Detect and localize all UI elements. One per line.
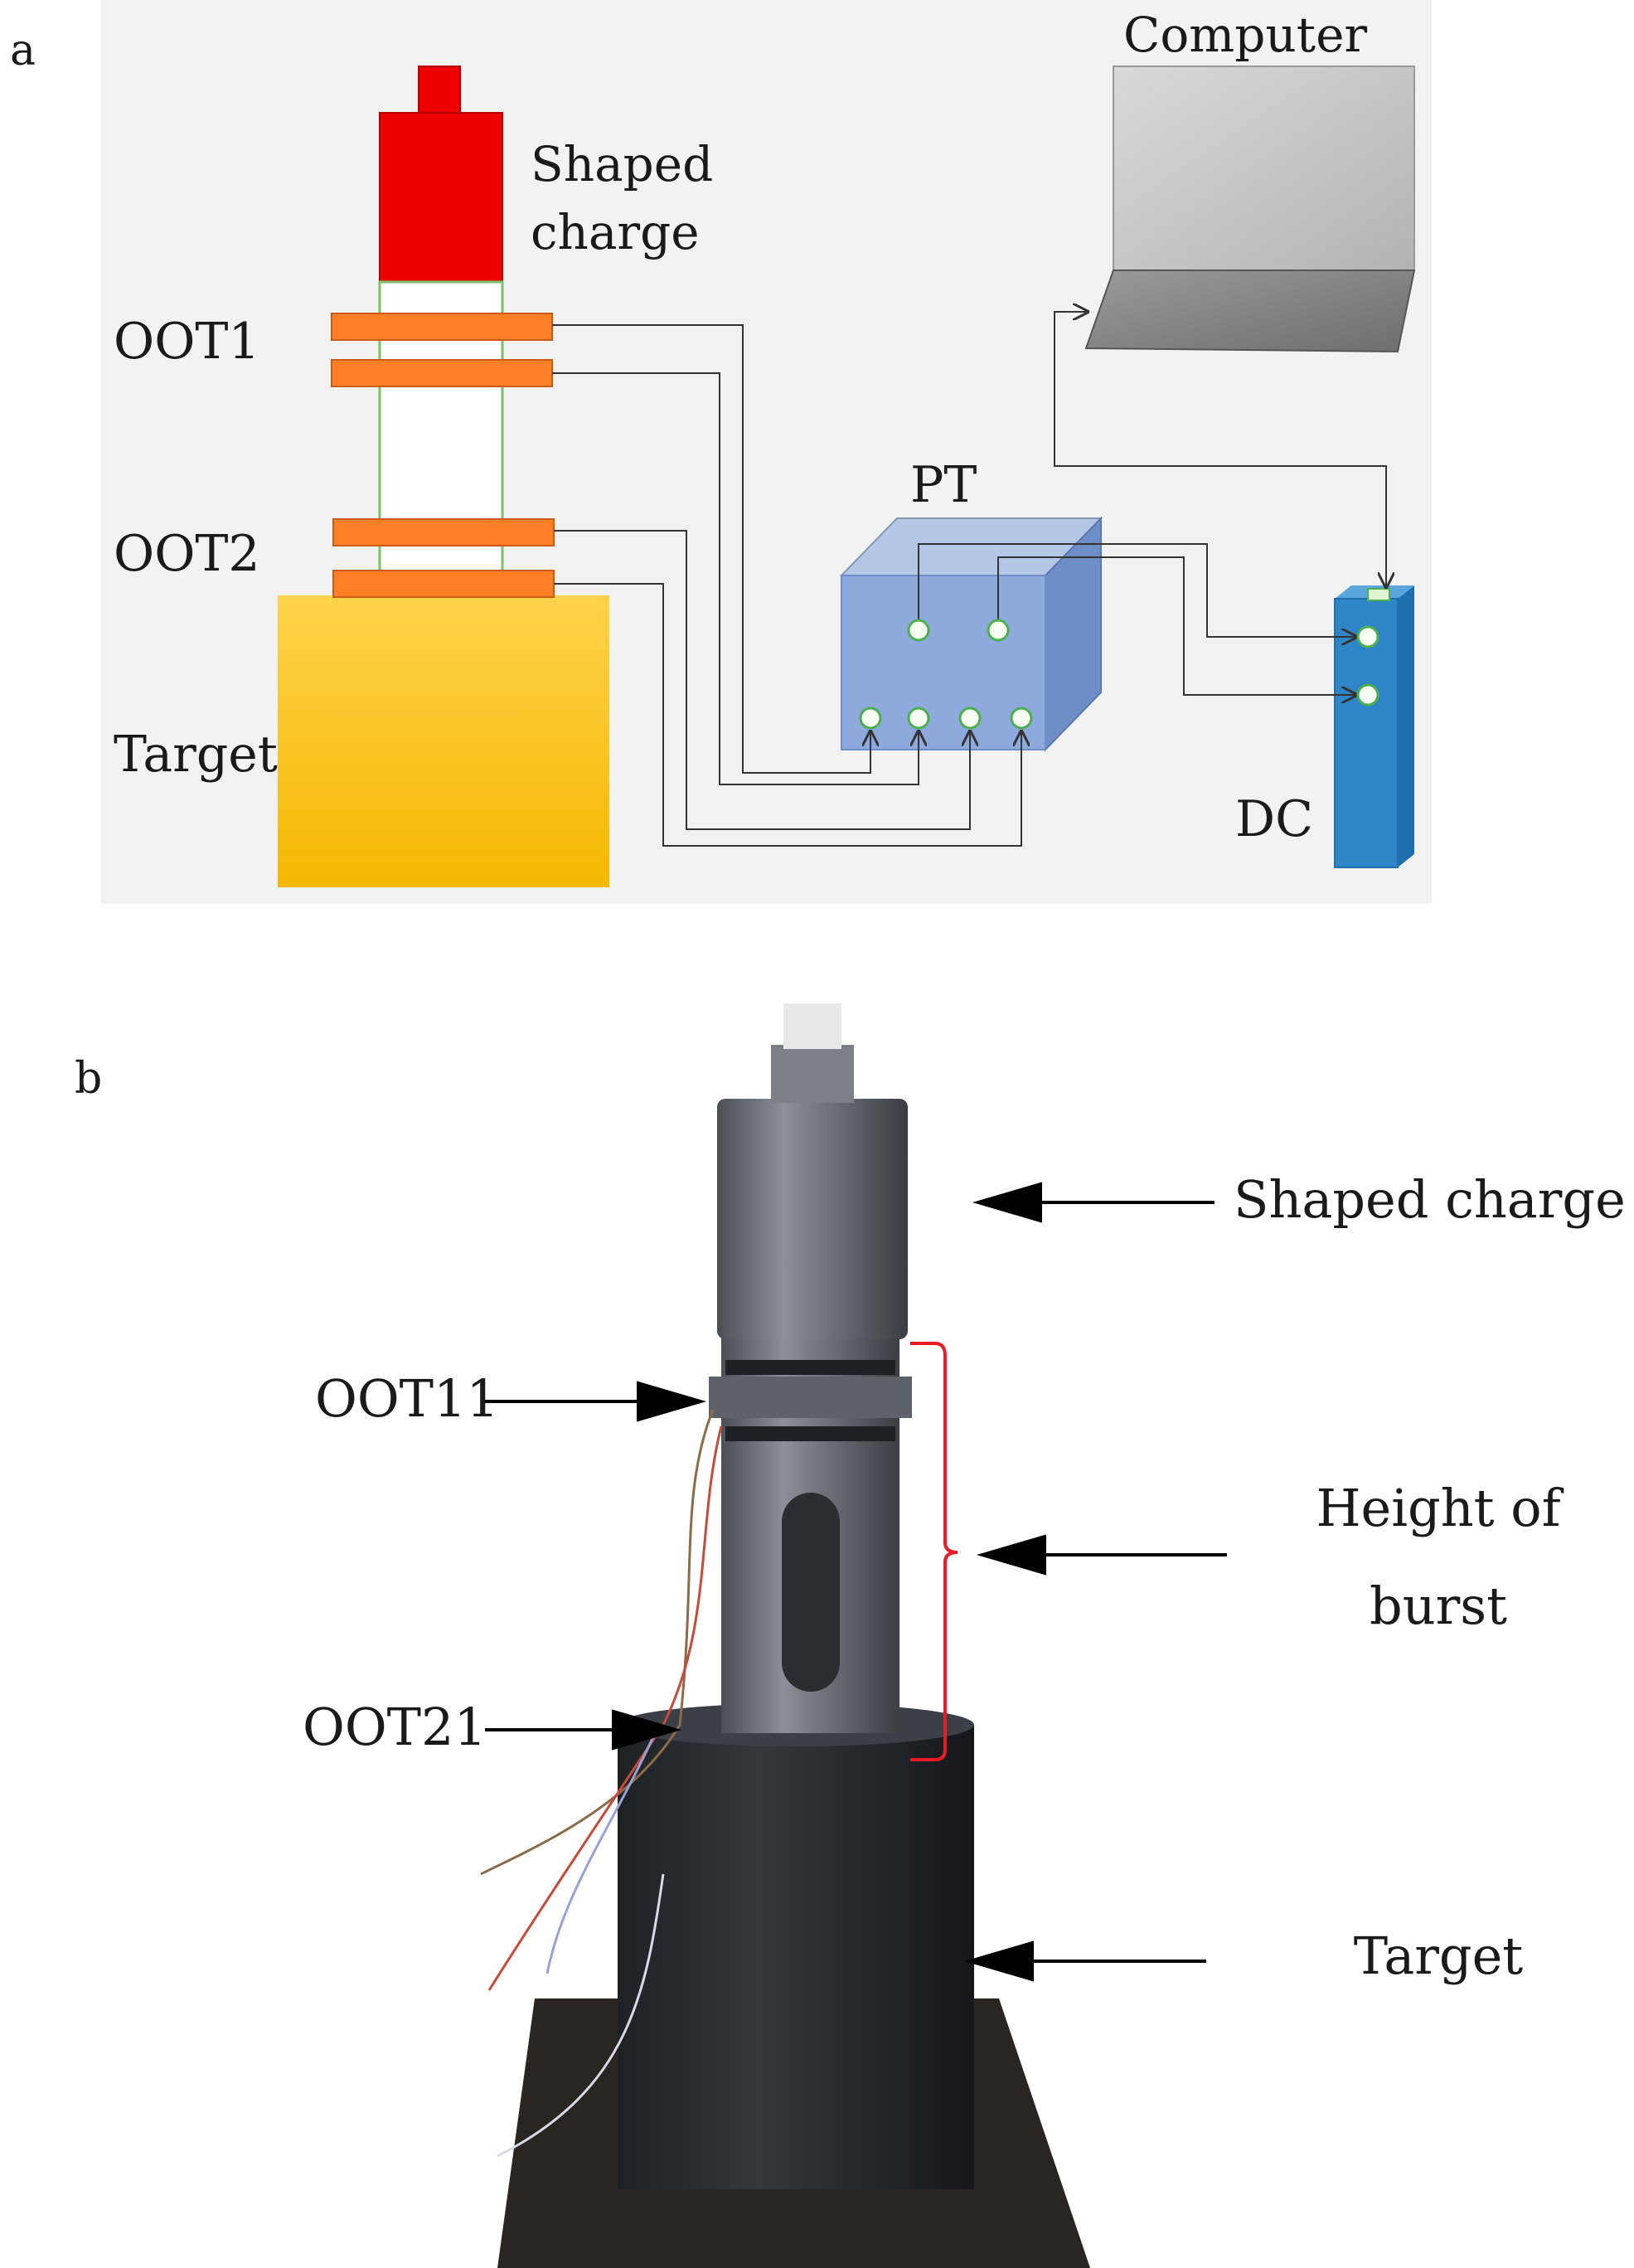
- target-cylinder: [618, 1725, 974, 2189]
- shaped-charge-nozzle: [418, 66, 461, 114]
- pt-to-dc-wiring: [918, 543, 1356, 695]
- panel-a: a Shaped charge Target OOT1 OOT2 PT Comp…: [10, 0, 1432, 904]
- computer-screen: [1113, 66, 1415, 271]
- height-of-burst-label-1: Height of: [1316, 1478, 1564, 1538]
- target-label: Target: [114, 726, 278, 784]
- oot1-lower-ring: [331, 359, 553, 387]
- panel-a-label: a: [10, 26, 36, 75]
- oot21-callout: OOT21: [303, 1697, 487, 1757]
- fixture-slot-lower: [725, 1426, 895, 1441]
- oot-to-pt-wiring: [552, 324, 1021, 847]
- detonator-holder: [771, 1045, 854, 1103]
- panel-b: b: [75, 1003, 1626, 2268]
- oot2-upper-ring: [332, 518, 555, 546]
- oot11-ring: [709, 1377, 912, 1418]
- oot1-label: OOT1: [114, 313, 260, 371]
- shaped-charge-label-1: Shaped: [531, 136, 713, 192]
- shaped-charge-label-2: charge: [531, 204, 700, 260]
- shaped-charge-cylinder: [717, 1099, 908, 1339]
- oot1-upper-ring: [331, 313, 553, 341]
- pt-label: PT: [910, 456, 977, 514]
- callout-arrows: [485, 1182, 1227, 1982]
- fixture-window: [782, 1493, 840, 1692]
- dc-ports: [1356, 625, 1379, 707]
- height-of-burst-bracket: [910, 1342, 958, 1761]
- dc-unit-side: [1398, 585, 1414, 867]
- pt-ports: [859, 619, 1033, 730]
- height-of-burst-label-2: burst: [1370, 1576, 1507, 1636]
- oot2-lower-ring: [332, 570, 555, 598]
- target-block: [278, 595, 609, 887]
- shaped-charge-callout: Shaped charge: [1234, 1169, 1626, 1230]
- oot2-label: OOT2: [114, 525, 260, 583]
- detonator-cap: [783, 1003, 841, 1049]
- dc-label: DC: [1235, 790, 1313, 848]
- shaped-charge-body: [379, 112, 503, 283]
- target-callout: Target: [1354, 1926, 1524, 1986]
- dc-input-port: [1367, 588, 1390, 601]
- fixture-slot-upper: [725, 1360, 895, 1375]
- oot11-callout: OOT11: [315, 1368, 499, 1429]
- computer-keyboard: [1084, 270, 1416, 353]
- computer-label: Computer: [1123, 7, 1367, 63]
- dc-to-computer-wire: [1054, 312, 1088, 466]
- panel-b-label: b: [75, 1054, 102, 1104]
